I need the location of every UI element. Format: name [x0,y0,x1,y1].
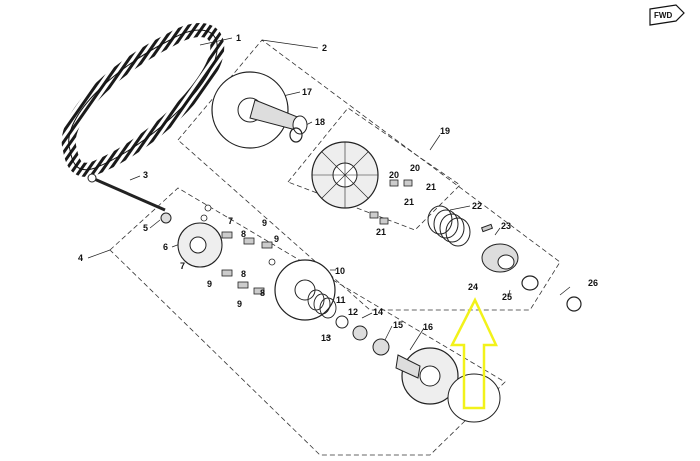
callout-21-c: 21 [376,227,386,237]
callout-20-a: 20 [410,163,420,173]
callout-9-b: 9 [274,234,279,244]
callout-11: 11 [336,295,346,305]
callout-18: 18 [315,117,325,127]
callout-8-a: 8 [241,229,246,239]
bolt-3 [87,173,166,212]
cap-24 [481,243,519,273]
fixed-sheave-16 [395,347,459,405]
clutch-cover-6 [160,212,223,268]
washers-12-13-14-15 [335,315,390,356]
callout-5: 5 [143,223,148,233]
callout-4: 4 [78,253,83,263]
rollers-20-21 [369,179,413,225]
callout-9-c: 9 [207,279,212,289]
spring-22 [427,205,471,247]
drive-pulley-fixed-sheave [211,71,308,149]
callout-7-upper: 7 [228,216,233,226]
key-23 [480,223,494,233]
weights-7-8-9 [200,204,276,295]
callout-24: 24 [468,282,478,292]
callout-12: 12 [348,307,358,317]
callout-22: 22 [472,201,482,211]
callout-25: 25 [502,292,512,302]
spring-11 [307,289,337,319]
callout-labels: 1 2 3 4 5 6 7 7 8 8 8 9 9 9 9 10 11 12 1… [78,33,598,343]
callout-9-d: 9 [237,299,242,309]
callout-9-a: 9 [262,218,267,228]
callout-20-b: 20 [389,170,399,180]
back-plate [447,373,501,423]
callout-14: 14 [373,307,383,317]
callout-6: 6 [163,242,168,252]
callout-15: 15 [393,320,403,330]
callout-8-b: 8 [241,269,246,279]
callout-13: 13 [321,333,331,343]
callout-17: 17 [302,87,312,97]
callout-3: 3 [143,170,148,180]
callout-26: 26 [588,278,598,288]
washer-18 [289,127,303,143]
callout-21-b: 21 [404,197,414,207]
callout-2: 2 [322,43,327,53]
callout-7-lower: 7 [180,261,185,271]
leader-lines [87,37,571,351]
callout-10: 10 [335,266,345,276]
fwd-label: FWD [654,11,672,20]
callout-23: 23 [501,221,511,231]
callout-1: 1 [236,33,241,43]
rings-25-26 [521,275,582,312]
callout-8-c: 8 [260,288,265,298]
movable-sheave-10 [274,259,336,321]
callout-16: 16 [423,322,433,332]
highlight-arrow [449,297,498,410]
spider-assembly [311,141,379,209]
drive-belt [61,23,225,177]
callout-19: 19 [440,126,450,136]
fwd-badge: FWD [649,4,685,26]
callout-21-a: 21 [426,182,436,192]
